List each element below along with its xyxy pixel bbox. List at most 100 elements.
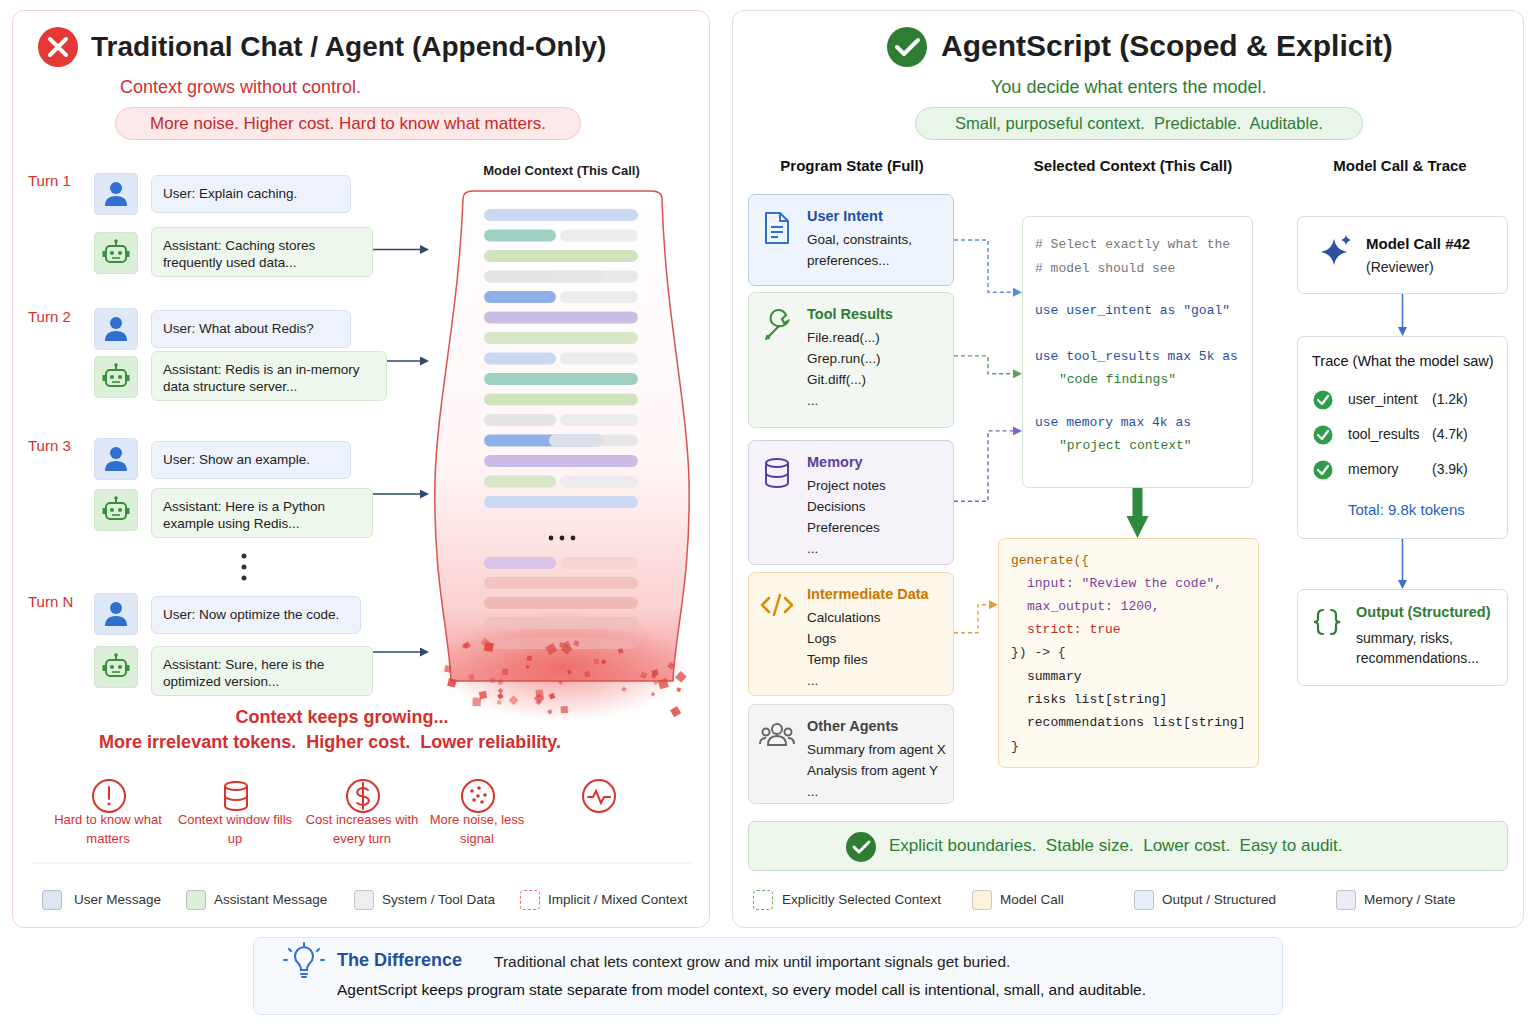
node-text: Decisions [807,496,949,517]
node-heading: Assistant: Redis is an in-memory data st… [163,361,375,395]
node-text: strict: true [1027,622,1121,637]
legend-text: Explicitly Selected Context [782,892,941,907]
summary-banner: Explicit boundaries. Stable size. Lower … [748,821,1508,871]
legend-text: System / Tool Data [382,892,495,907]
code-icon [749,573,809,653]
node-heading: Assistant: Sure, here is the optimized v… [163,656,361,690]
node-text: Goal, constraints, preferences... [807,229,949,271]
node-text: Git.diff(...) [807,369,949,390]
legend-text: Assistant Message [214,892,327,907]
legend-swatch [354,890,374,910]
legend-text: Memory / State [1364,892,1456,907]
label: Turn 3 [28,437,88,454]
generate-code: generate({input: "Review the code",max_o… [998,538,1259,768]
connector [373,651,420,653]
node-text: risks list[string] [1027,692,1167,707]
legend-swatch [186,890,206,910]
state-box: Intermediate DataCalculationsLogsTemp fi… [748,572,954,696]
node-heading: The Difference [337,950,462,971]
node-text: (3.9k) [1432,461,1468,477]
node-heading: Traditional Chat / Agent (Append-Only) [91,31,606,63]
model-call-box: Model Call #42(Reviewer) [1297,216,1508,294]
node-text: ... [807,390,949,411]
legend-text: Model Call [1000,892,1064,907]
left-panel: Traditional Chat / Agent (Append-Only) Co… [12,10,710,928]
difference-box: The DifferenceTraditional chat lets cont… [253,937,1283,1015]
right-panel: AgentScript (Scoped & Explicit)You decid… [732,10,1524,928]
database-icon [749,441,809,521]
agents-icon [749,705,809,785]
model-context: Model Context (This Call) [429,161,694,721]
context-vase [429,161,694,721]
label: Model Call & Trace [1290,157,1510,174]
node-text: "project context" [1059,438,1192,453]
node-text: summary [1027,669,1082,684]
trace-box: Trace (What the model saw)user_intent(1.… [1297,336,1508,539]
node-heading: User Intent [807,207,949,226]
state-box: User IntentGoal, constraints, preference… [748,194,954,286]
node-heading: AgentScript (Scoped & Explicit) [941,29,1393,63]
state-box: Other AgentsSummary from agent XAnalysis… [748,704,954,804]
label: Turn N [28,593,88,610]
braces-icon [1298,590,1354,687]
node-text: Summary from agent X [807,739,949,760]
node-heading: User: Now optimize the code. [163,606,349,623]
legend-swatch [1336,890,1356,910]
connector [954,431,1013,501]
node-text: Project notes [807,475,949,496]
node-heading: Memory [807,453,949,472]
assistant-message: Assistant: Sure, here is the optimized v… [151,646,373,696]
state-box: Tool ResultsFile.read(...)Grep.run(...)G… [748,292,954,428]
node-heading: User: Show an example. [163,451,339,468]
benefit-pill: Small, purposeful context. Predictable. … [915,107,1363,140]
connector [1133,488,1143,516]
label: More irrelevant tokens. Higher cost. Low… [10,732,650,753]
user-message: User: What about Redis? [151,310,351,348]
node-heading: generate({ [1011,553,1089,568]
label: Program State (Full) [742,157,962,174]
assistant-message: Assistant: Caching stores frequently use… [151,227,373,277]
node-text: # model should see [1035,261,1175,276]
node-text: Logs [807,628,949,649]
connector [954,356,1013,374]
node-text: Total: 9.8k tokens [1348,501,1465,518]
wrench-icon [749,293,809,373]
node-text: use user_intent as "goal" [1035,303,1230,318]
label: Hard to know what matters [48,810,168,848]
selection-code: # Select exactly what the# model should … [1022,216,1253,488]
node-heading: Other Agents [807,717,949,736]
node-heading: Intermediate Data [807,585,949,604]
user-message: User: Explain caching. [151,175,351,213]
node-text: Temp files [807,649,949,670]
check-icon [749,822,889,872]
connector [373,493,420,495]
node-text: Context grows without control. [120,77,361,98]
node-heading: Model Context (This Call) [429,163,694,178]
label: Selected Context (This Call) [1003,157,1263,174]
node-text: use tool_results max 5k as [1035,349,1238,364]
legend-text: Output / Structured [1162,892,1276,907]
node-text: Analysis from agent Y [807,760,949,781]
node-text: user_intent [1348,391,1417,407]
user-message: User: Show an example. [151,441,351,479]
node-text: memory [1348,461,1399,477]
node-text: Grep.run(...) [807,348,949,369]
node-text: max_output: 1200, [1027,599,1160,614]
node-text: (Reviewer) [1366,259,1434,275]
connector [954,240,1013,292]
connector [387,360,420,362]
sparkle-icon [1298,217,1368,295]
label: Cost increases with every turn [300,810,424,848]
assistant-message: Assistant: Here is a Python example usin… [151,488,373,538]
user-message: User: Now optimize the code. [151,596,361,634]
node-text: ... [807,670,949,691]
node-heading: Output (Structured) [1356,604,1491,620]
output-box: Output (Structured)summary, risks, recom… [1297,589,1508,686]
document-icon [749,195,809,283]
label: Turn 2 [28,308,88,325]
label: More noise, less signal [422,810,532,848]
node-heading: Explicit boundaries. Stable size. Lower … [889,836,1343,856]
node-heading: Assistant: Here is a Python example usin… [163,498,361,532]
legend-text: Implicit / Mixed Context [548,892,688,907]
